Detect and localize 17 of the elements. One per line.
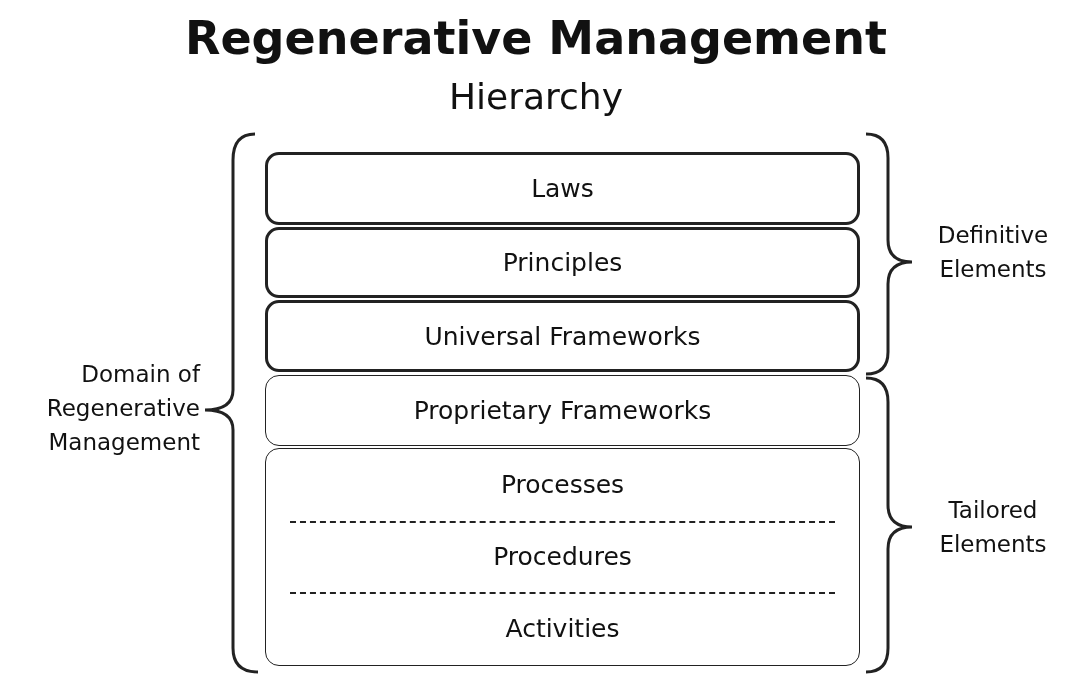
layer-label: Universal Frameworks <box>424 321 701 351</box>
layer-box <box>265 152 860 225</box>
side-label: Definitive Elements <box>936 221 1050 284</box>
layer-box <box>265 227 860 298</box>
layer-box <box>265 300 860 372</box>
layer-label: Laws <box>531 174 594 203</box>
layer-box <box>265 448 860 666</box>
layer-label: Procedures <box>493 542 632 571</box>
side-label: Tailored Elements <box>938 496 1048 559</box>
layer-box <box>265 375 860 446</box>
layer-label: Principles <box>502 248 623 277</box>
subtitle: Hierarchy <box>448 75 624 119</box>
layer-label: Activities <box>505 613 620 643</box>
title: Regenerative Management <box>184 10 888 67</box>
layer-label: Processes <box>500 470 625 500</box>
side-label: Domain of Regenerative Management <box>45 360 200 457</box>
layer-label: Proprietary Frameworks <box>413 395 712 425</box>
